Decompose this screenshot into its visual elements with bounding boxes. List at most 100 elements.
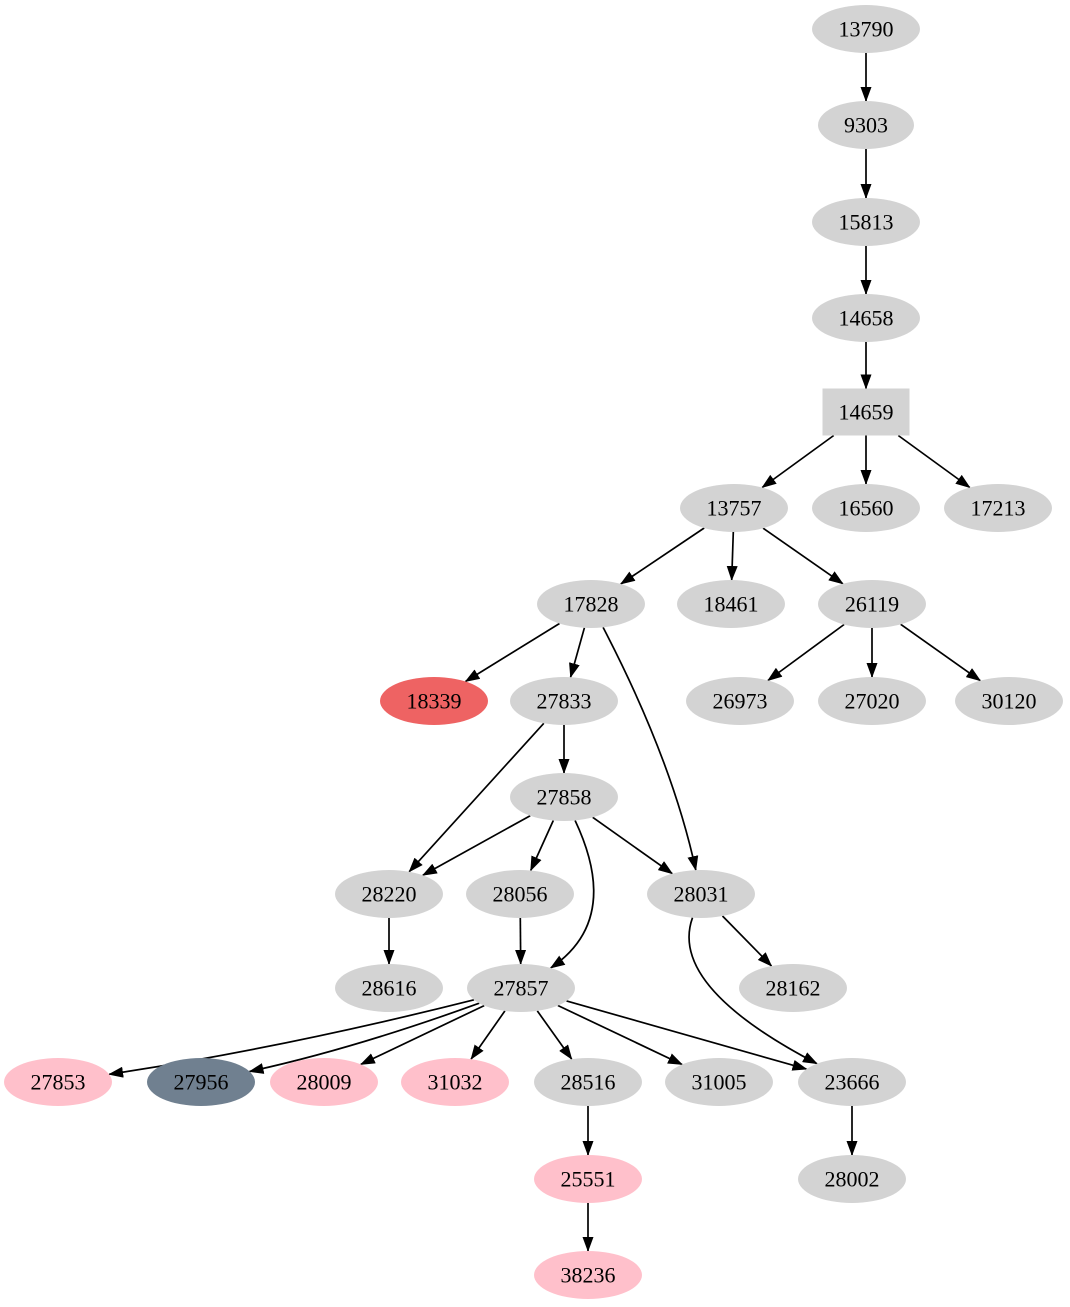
edge-27857-23666 [566,1000,808,1071]
edge-27833-28220 [408,722,545,873]
edge-27857-28009 [359,1004,485,1066]
node-label: 17213 [971,496,1026,521]
nodes-layer: 13790 9303 15813 14658 14659 13757 16560 17213 1… [4,5,1063,1299]
graph-node-14658: 14658 [812,294,920,342]
node-ellipse-shape [739,964,847,1012]
node-label: 14658 [839,306,894,331]
graph-node-25551: 25551 [534,1155,642,1203]
node-ellipse-shape [4,1058,112,1106]
graph-node-23666: 23666 [798,1058,906,1106]
edge-28031-23666 [688,917,818,1065]
node-ellipse-shape [147,1058,255,1106]
node-ellipse-shape [270,1058,378,1106]
graph-node-15813: 15813 [812,198,920,246]
node-ellipse-shape [380,677,488,725]
edge-27857-27853 [108,998,475,1078]
node-ellipse-shape [534,1251,642,1299]
graph-node-18339: 18339 [380,677,488,725]
node-label: 28220 [362,882,417,907]
node-ellipse-shape [944,484,1052,532]
edge-13757-18461 [726,531,738,581]
node-ellipse-shape [534,1155,642,1203]
edge-13757-26119 [762,527,844,585]
node-box-shape [822,388,910,436]
node-ellipse-shape [798,1155,906,1203]
node-label: 28162 [766,976,821,1001]
node-ellipse-shape [510,773,618,821]
node-label: 9303 [844,113,888,138]
graph-node-28056: 28056 [466,870,574,918]
graph-node-17828: 17828 [537,580,645,628]
edge-27857-28516 [536,1010,573,1060]
graph-node-18461: 18461 [677,580,785,628]
graph-node-31005: 31005 [665,1058,773,1106]
node-label: 27853 [31,1070,86,1095]
edge-26119-26973 [767,623,845,682]
node-ellipse-shape [680,484,788,532]
node-label: 26973 [713,689,768,714]
edges-layer [108,53,982,1252]
graph-node-28220: 28220 [335,870,443,918]
graph-node-27858: 27858 [510,773,618,821]
node-label: 27020 [845,689,900,714]
node-ellipse-shape [812,294,920,342]
graph-node-16560: 16560 [812,484,920,532]
graph-node-27853: 27853 [4,1058,112,1106]
node-ellipse-shape [812,198,920,246]
node-label: 30120 [982,689,1037,714]
node-label: 26119 [845,592,899,617]
node-ellipse-shape [466,870,574,918]
graph-node-28031: 28031 [647,870,755,918]
edge-26119-30120 [900,623,982,682]
node-label: 17828 [564,592,619,617]
node-label: 16560 [839,496,894,521]
node-ellipse-shape [534,1058,642,1106]
node-label: 23666 [825,1070,880,1095]
node-label: 31005 [692,1070,747,1095]
node-label: 28516 [561,1070,616,1095]
node-ellipse-shape [677,580,785,628]
node-ellipse-shape [955,677,1063,725]
edge-28031-28162 [721,915,773,967]
edge-27858-28031 [592,816,674,875]
node-label: 27857 [494,976,549,1001]
edge-17828-27833 [569,627,586,679]
node-ellipse-shape [335,964,443,1012]
graph-node-30120: 30120 [955,677,1063,725]
graph-node-27956: 27956 [147,1058,255,1106]
node-label: 25551 [561,1167,616,1192]
node-label: 31032 [428,1070,483,1095]
node-label: 27833 [537,689,592,714]
graph-node-31032: 31032 [401,1058,509,1106]
graph-node-17213: 17213 [944,484,1052,532]
graph-node-28516: 28516 [534,1058,642,1106]
node-label: 27956 [174,1070,229,1095]
node-ellipse-shape [686,677,794,725]
node-ellipse-shape [537,580,645,628]
graph-node-14659: 14659 [822,388,910,436]
node-label: 27858 [537,785,592,810]
node-ellipse-shape [812,5,920,53]
edge-17828-28031 [602,627,699,872]
graph-node-27020: 27020 [818,677,926,725]
node-label: 18461 [704,592,759,617]
node-ellipse-shape [665,1058,773,1106]
graph-node-28162: 28162 [739,964,847,1012]
node-label: 13757 [707,496,762,521]
node-ellipse-shape [812,484,920,532]
node-ellipse-shape [401,1058,509,1106]
graph-node-26119: 26119 [818,580,926,628]
node-label: 28009 [297,1070,352,1095]
graph-node-28616: 28616 [335,964,443,1012]
edge-13757-17828 [619,527,705,585]
graph-node-9303: 9303 [818,101,914,149]
edge-27858-28056 [529,820,555,872]
node-label: 18339 [407,689,462,714]
graph-node-27857: 27857 [467,964,575,1012]
node-label: 13790 [839,17,894,42]
node-ellipse-shape [335,870,443,918]
node-label: 28056 [493,882,548,907]
node-ellipse-shape [818,580,926,628]
node-ellipse-shape [798,1058,906,1106]
